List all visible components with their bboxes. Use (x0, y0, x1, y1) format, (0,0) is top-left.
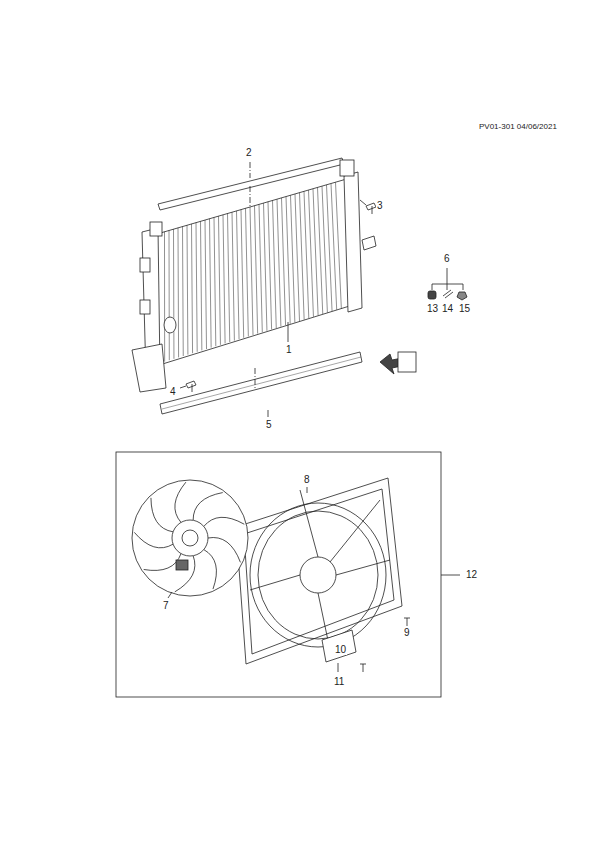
outlet-pipe (362, 236, 376, 250)
callout-number: 1 (285, 345, 293, 355)
grommet (428, 291, 436, 299)
fan-hub (172, 520, 208, 556)
fan-connector (176, 560, 188, 570)
fan-hub (182, 530, 198, 546)
lower-bracket (132, 344, 166, 392)
bracket (140, 258, 150, 272)
callout-number: 12 (465, 570, 478, 580)
callout-number: 5 (265, 420, 273, 430)
callout-number: 8 (303, 475, 311, 485)
callout-number: 14 (441, 304, 454, 314)
leader-line (168, 592, 172, 598)
screw (404, 618, 410, 626)
fan-blade-ring (132, 480, 248, 596)
radiator-fins (165, 182, 342, 361)
callout-number: 4 (169, 387, 177, 397)
fastener (186, 381, 196, 392)
shroud-ring (250, 503, 386, 647)
group-bracket (432, 268, 463, 290)
callout-number: 9 (403, 628, 411, 638)
callout-number: 13 (426, 304, 439, 314)
leader-line (268, 410, 269, 417)
radiator-tank (344, 172, 362, 312)
callout-number: 11 (333, 677, 345, 687)
bolt (443, 290, 453, 298)
fan-shroud (244, 489, 394, 654)
fan-shroud (236, 478, 402, 664)
leader-line (338, 663, 339, 672)
fan-controller (322, 630, 356, 662)
bracket (140, 300, 150, 314)
seal-strip (160, 352, 362, 414)
fan-motor (300, 557, 336, 593)
upper-mount (340, 160, 354, 176)
leader-line (255, 368, 256, 390)
screw (360, 664, 366, 672)
shroud-ring (258, 511, 378, 639)
assembly-frame (116, 452, 441, 697)
radiator (150, 178, 356, 366)
leader-line (441, 575, 460, 576)
callout-number: 6 (443, 254, 451, 264)
shroud-spoke (250, 490, 390, 650)
callout-number: 2 (245, 148, 253, 158)
fastener (366, 203, 376, 214)
leader-line (288, 322, 289, 342)
inlet-pipe (164, 317, 176, 333)
callout-number: 3 (376, 201, 384, 211)
reference-code: PV01-301 04/06/2021 (478, 123, 558, 131)
upper-mount (150, 222, 162, 236)
leader-line (180, 386, 186, 388)
leader-line (307, 487, 308, 493)
callout-number: 10 (334, 645, 347, 655)
direction-arrow (398, 352, 416, 372)
callout-number: 15 (458, 304, 471, 314)
leader-line (250, 162, 251, 178)
nut (457, 292, 467, 300)
fan-blades (134, 482, 244, 592)
leader-line (360, 200, 366, 205)
callout-number: 7 (162, 601, 170, 611)
